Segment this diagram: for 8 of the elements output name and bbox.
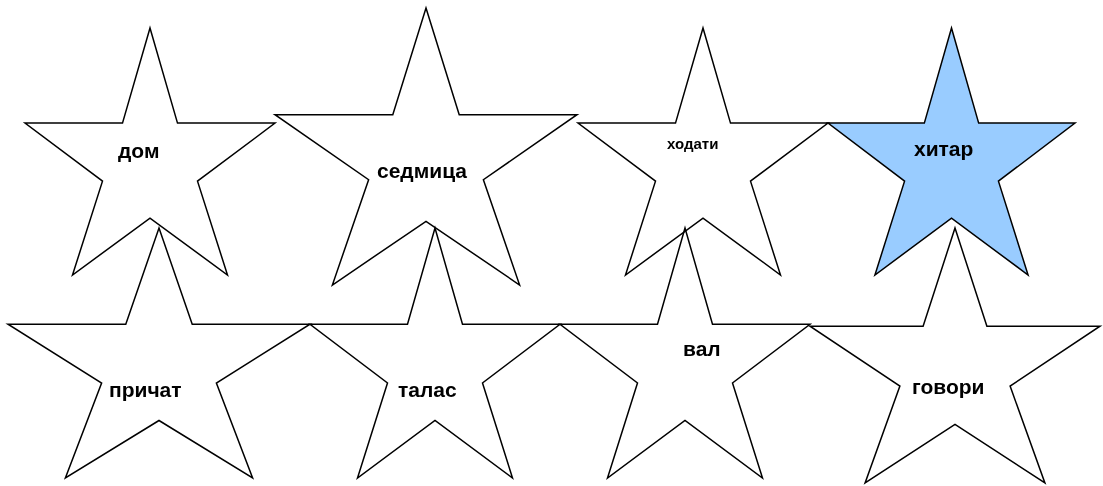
star-label: причат <box>109 377 182 403</box>
star-label: говори <box>912 374 985 400</box>
star-label: вал <box>683 336 721 362</box>
star-label: дом <box>118 138 160 164</box>
star-label: ходати <box>667 134 719 154</box>
star-label: седмица <box>377 158 468 184</box>
star-label: хитар <box>914 136 974 162</box>
star-label: талас <box>398 377 457 403</box>
